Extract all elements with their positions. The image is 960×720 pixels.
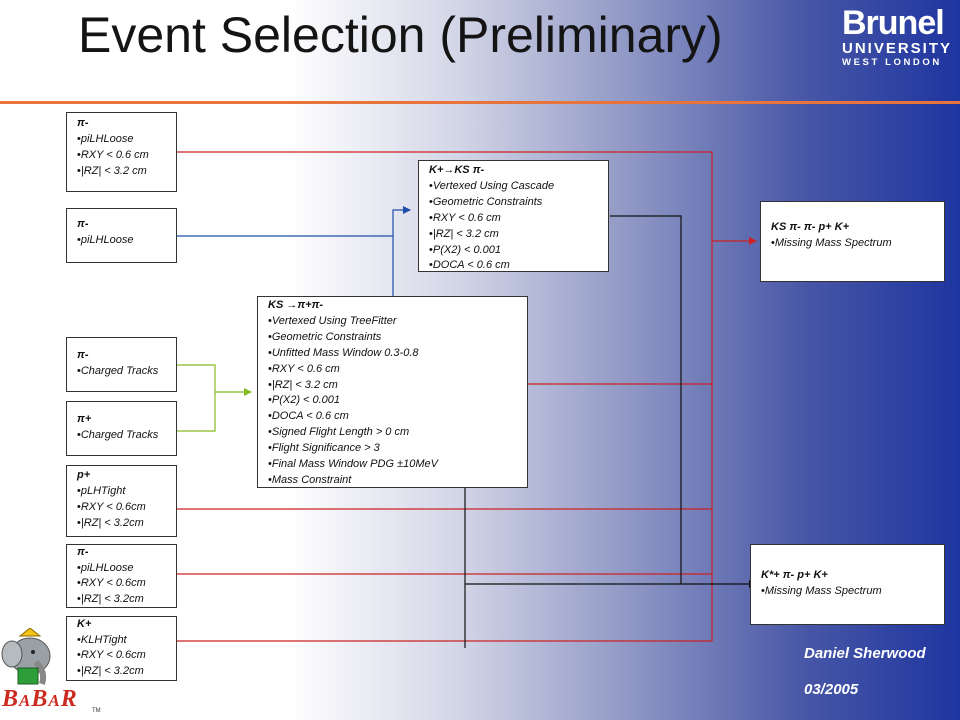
author-name: Daniel Sherwood xyxy=(804,645,926,662)
brunel-logo: Brunel UNIVERSITY WEST LONDON xyxy=(842,6,954,68)
logo-line1: Brunel xyxy=(842,4,945,42)
slide-title: Event Selection (Preliminary) xyxy=(78,7,723,63)
logo-line2: UNIVERSITY xyxy=(842,40,953,57)
box-pi-minus-3: π- Charged Tracks xyxy=(66,337,177,392)
black-wires xyxy=(464,215,757,648)
title-divider xyxy=(0,101,960,104)
box-pi-plus: π+ Charged Tracks xyxy=(66,401,177,456)
box-proton: p+ pLHTight RXY < 0.6cm |RZ| < 3.2cm xyxy=(66,465,177,537)
box-ks-treefitter: KS →π+π- Vertexed Using TreeFitter Geome… xyxy=(257,296,528,488)
box-pi-minus-2: π- piLHLoose xyxy=(66,208,177,263)
box-output-missing-mass-1: KS π- π- p+ K+ Missing Mass Spectrum xyxy=(760,201,945,282)
box-kaon: K+ KLHTight RXY < 0.6cm |RZ| < 3.2cm xyxy=(66,616,177,681)
babar-elephant-icon xyxy=(1,628,51,685)
box-kstar-cascade: K+→KS π- Vertexed Using Cascade Geometri… xyxy=(418,160,609,272)
babar-trademark: TM xyxy=(92,708,101,714)
box-output-missing-mass-2: K*+ π- p+ K+ Missing Mass Spectrum xyxy=(750,544,945,625)
green-wires xyxy=(177,364,252,432)
box-pi-minus-1: π- piLHLoose RXY < 0.6 cm |RZ| < 3.2 cm xyxy=(66,112,177,192)
presentation-date: 03/2005 xyxy=(804,681,859,698)
logo-line3: WEST LONDON xyxy=(842,57,942,68)
box-pi-minus-4: π- piLHLoose RXY < 0.6cm |RZ| < 3.2cm xyxy=(66,544,177,608)
blue-wires xyxy=(177,206,411,296)
babar-wordmark: BABAR xyxy=(2,686,78,712)
